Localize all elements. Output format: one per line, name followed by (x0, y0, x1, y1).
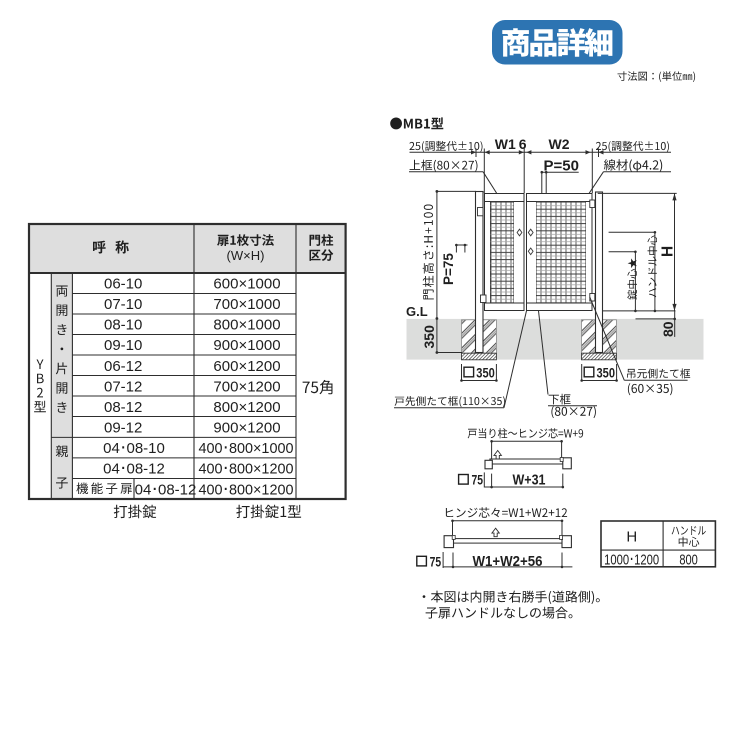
svg-text:W2: W2 (549, 136, 570, 152)
svg-text:P=50: P=50 (544, 158, 579, 175)
svg-text:08-12: 08-12 (104, 399, 142, 416)
svg-text:1000·1200: 1000·1200 (604, 548, 659, 570)
svg-text:800: 800 (679, 552, 698, 569)
svg-text:800×1200: 800×1200 (213, 399, 280, 416)
svg-text:350: 350 (597, 365, 616, 381)
svg-text:08-10: 08-10 (104, 317, 142, 334)
svg-text:800×1000: 800×1000 (213, 317, 280, 334)
svg-text:600×1000: 600×1000 (213, 276, 280, 293)
svg-text:400·800×1200: 400·800×1200 (199, 457, 294, 479)
svg-text:07-12: 07-12 (104, 378, 142, 395)
svg-text:900×1000: 900×1000 (213, 337, 280, 354)
svg-text:75: 75 (472, 472, 484, 488)
svg-text:W+31: W+31 (513, 472, 546, 489)
svg-text:07-10: 07-10 (104, 296, 142, 313)
svg-text:400·800×1000: 400·800×1000 (199, 436, 294, 458)
svg-text:H: H (626, 529, 637, 546)
svg-text:06-12: 06-12 (104, 358, 142, 375)
svg-text:400·800×1200: 400·800×1200 (199, 477, 294, 499)
svg-text:350: 350 (476, 365, 495, 381)
svg-text:W1: W1 (495, 136, 516, 152)
svg-text:600×1200: 600×1200 (213, 358, 280, 375)
svg-text:09-10: 09-10 (104, 337, 142, 354)
svg-text:W1+W2+56: W1+W2+56 (473, 553, 543, 570)
svg-text:80: 80 (660, 321, 676, 337)
svg-text:700×1000: 700×1000 (213, 296, 280, 313)
svg-text:04·08-12: 04·08-12 (135, 477, 197, 499)
svg-text:04·08-12: 04·08-12 (103, 457, 165, 479)
svg-text:H: H (659, 246, 676, 257)
svg-text:6: 6 (519, 136, 527, 152)
svg-text:04·08-10: 04·08-10 (103, 436, 165, 458)
svg-text:09-12: 09-12 (104, 419, 142, 436)
svg-text:06-10: 06-10 (104, 276, 142, 293)
svg-text:350: 350 (421, 325, 437, 349)
svg-text:700×1200: 700×1200 (213, 378, 280, 395)
svg-text:900×1200: 900×1200 (213, 419, 280, 436)
svg-text:(W×H): (W×H) (227, 248, 265, 263)
svg-text:75: 75 (430, 553, 442, 569)
svg-text:G.L: G.L (406, 304, 428, 319)
svg-text:P=75: P=75 (441, 253, 456, 285)
